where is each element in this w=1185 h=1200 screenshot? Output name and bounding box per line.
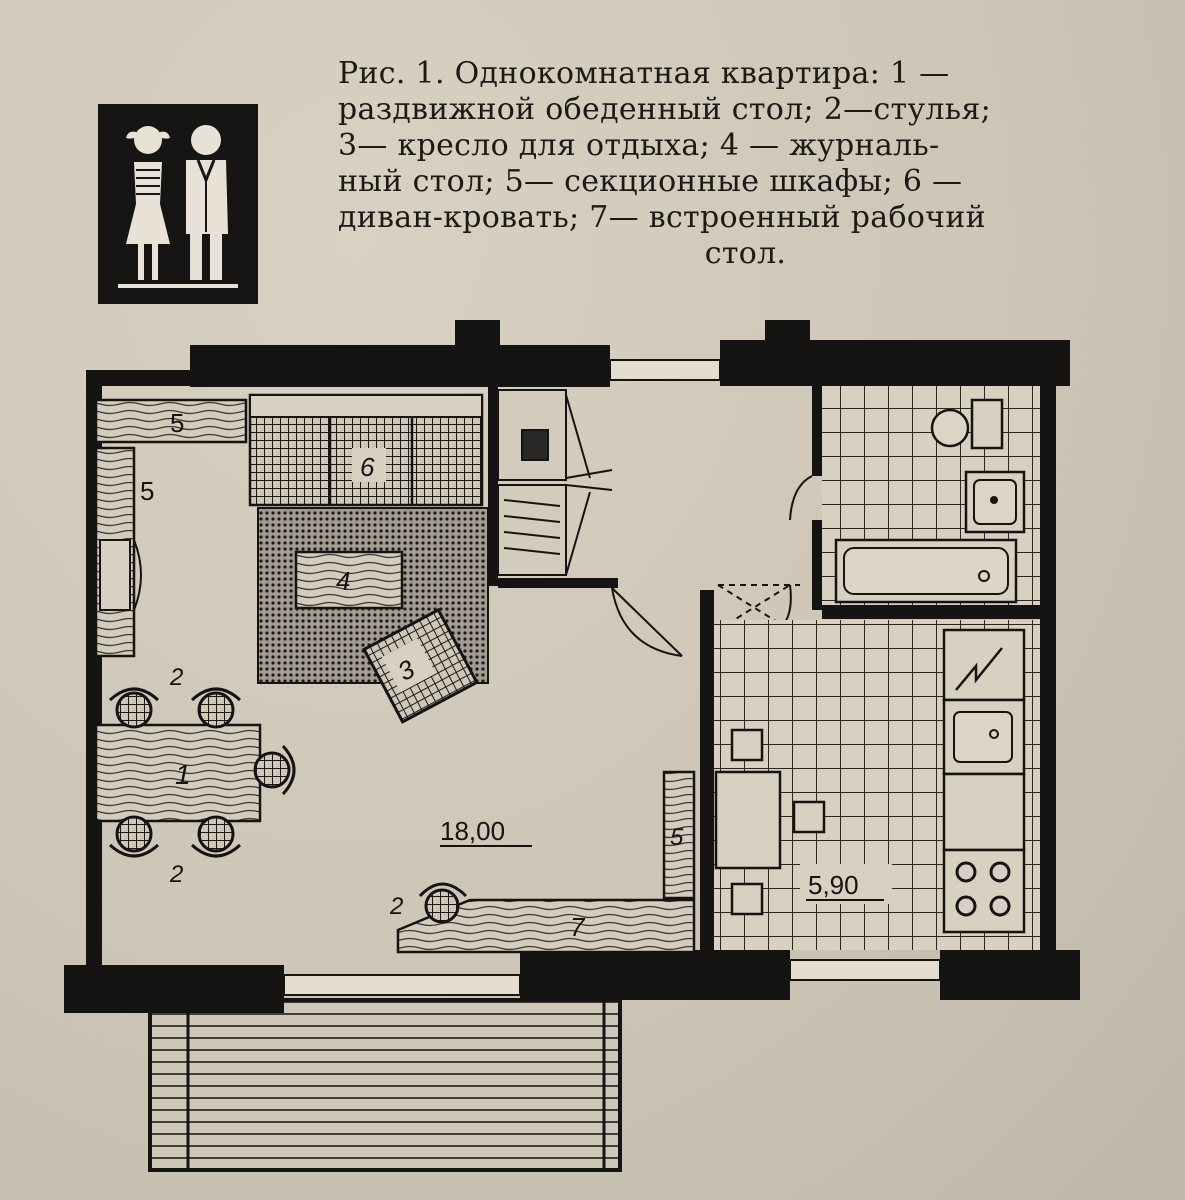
chairs-bottom-label: 2 xyxy=(169,861,183,888)
caption-line: Рис. 1. Однокомнатная квартира: 1 — xyxy=(338,56,950,91)
wardrobe-partition: 5 xyxy=(662,770,696,900)
desk-chair: 2 xyxy=(389,882,468,924)
woman-man-logo-icon xyxy=(98,104,258,304)
wardrobe-left: 5 xyxy=(94,446,154,658)
chairs-top-label: 2 xyxy=(169,664,183,691)
caption-line: 3— кресло для отдыха; 4 — журналь- xyxy=(338,128,940,163)
wardrobe-partition-label: 5 xyxy=(670,824,684,851)
windows xyxy=(283,359,941,996)
caption-line: диван-кровать; 7— встроенный рабочий xyxy=(338,200,986,235)
wardrobe-top-label: 5 xyxy=(170,408,184,438)
bathroom xyxy=(822,386,1040,605)
figure-caption: Рис. 1. Однокомнатная квартира: 1 — разд… xyxy=(338,56,1113,272)
walls xyxy=(64,320,1080,1013)
dining-chairs xyxy=(108,687,296,858)
kitchen-area: 5,90 xyxy=(808,870,859,900)
living-room-area: 18,00 xyxy=(440,816,505,846)
armchair: 3 xyxy=(362,607,479,724)
desk-chair-label: 2 xyxy=(389,893,403,920)
dining-table: 1 xyxy=(94,723,262,823)
wardrobe-top: 5 xyxy=(94,398,248,444)
balcony xyxy=(148,998,622,1172)
logo-figures xyxy=(118,125,238,288)
wardrobe-left-label: 5 xyxy=(140,476,154,506)
dining-table-label: 1 xyxy=(175,759,191,790)
sofa-bed: 6 xyxy=(248,393,484,507)
coffee-table: 4 xyxy=(294,550,404,610)
kitchen xyxy=(714,620,1040,950)
closet xyxy=(497,389,613,576)
caption-line: раздвижной обеденный стол; 2—стулья; xyxy=(338,92,992,127)
caption-line: стол. xyxy=(704,236,787,271)
coffee-table-label: 4 xyxy=(336,566,350,596)
caption-line: ный стол; 5— секционные шкафы; 6 — xyxy=(338,164,963,199)
desk-label: 7 xyxy=(570,912,586,942)
sofa-bed-label: 6 xyxy=(360,452,375,482)
